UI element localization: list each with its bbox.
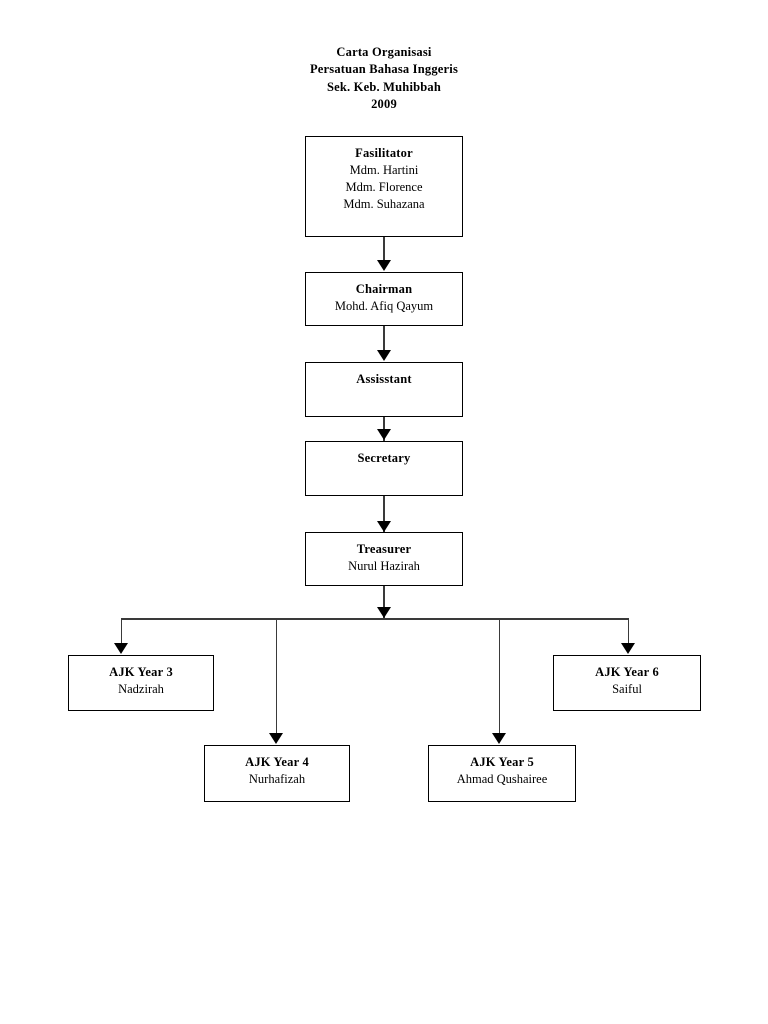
title-line-4: 2009 bbox=[371, 96, 397, 111]
connector-bus-year4-arrow bbox=[269, 733, 283, 744]
connector-ajk-bus bbox=[121, 618, 629, 620]
node-assisstant[interactable]: Assisstant bbox=[305, 362, 463, 417]
connector-secretary-treasurer-arrow bbox=[376, 521, 391, 532]
node-fasilitator-person-2: Mdm. Florence bbox=[345, 180, 423, 194]
node-ajk-year-4-role: AJK Year 4 bbox=[245, 755, 309, 769]
connector-bus-year3-arrow bbox=[114, 643, 128, 654]
node-assisstant-role: Assisstant bbox=[356, 372, 412, 386]
node-fasilitator[interactable]: Fasilitator Mdm. Hartini Mdm. Florence M… bbox=[305, 136, 463, 237]
node-chairman[interactable]: Chairman Mohd. Afiq Qayum bbox=[305, 272, 463, 326]
node-ajk-year-3[interactable]: AJK Year 3 Nadzirah bbox=[68, 655, 214, 711]
connector-bus-year6-arrow bbox=[621, 643, 635, 654]
node-ajk-year-6-person-1: Saiful bbox=[612, 682, 642, 696]
connector-bus-year5-line bbox=[498, 618, 501, 735]
node-treasurer[interactable]: Treasurer Nurul Hazirah bbox=[305, 532, 463, 586]
node-ajk-year-6-role: AJK Year 6 bbox=[595, 665, 659, 679]
node-ajk-year-5-person-1: Ahmad Qushairee bbox=[456, 772, 548, 786]
node-ajk-year-3-person-1: Nadzirah bbox=[118, 682, 164, 696]
connector-bus-year6-line bbox=[627, 618, 630, 645]
node-ajk-year-4[interactable]: AJK Year 4 Nurhafizah bbox=[204, 745, 350, 802]
node-secretary[interactable]: Secretary bbox=[305, 441, 463, 496]
node-chairman-role: Chairman bbox=[355, 282, 413, 296]
connector-fasilitator-chairman-line bbox=[383, 237, 385, 261]
node-treasurer-person-1: Nurul Hazirah bbox=[348, 559, 420, 573]
node-fasilitator-role: Fasilitator bbox=[355, 146, 413, 160]
connector-bus-year5-arrow bbox=[492, 733, 506, 744]
node-chairman-person-1: Mohd. Afiq Qayum bbox=[334, 299, 434, 313]
node-fasilitator-person-1: Mdm. Hartini bbox=[349, 163, 419, 177]
node-ajk-year-6[interactable]: AJK Year 6 Saiful bbox=[553, 655, 701, 711]
node-treasurer-role: Treasurer bbox=[356, 542, 412, 556]
connector-chairman-assisstant-line bbox=[383, 326, 385, 351]
connector-assisstant-secretary-arrow bbox=[376, 429, 391, 440]
connector-bus-year4-line bbox=[275, 618, 278, 735]
connector-bus-year3-line bbox=[120, 618, 123, 645]
node-ajk-year-3-role: AJK Year 3 bbox=[109, 665, 173, 679]
node-ajk-year-4-person-1: Nurhafizah bbox=[248, 772, 306, 786]
node-ajk-year-5[interactable]: AJK Year 5 Ahmad Qushairee bbox=[428, 745, 576, 802]
connector-treasurer-bus-line bbox=[383, 586, 385, 619]
connector-secretary-treasurer-line bbox=[383, 496, 385, 532]
node-secretary-role: Secretary bbox=[357, 451, 411, 465]
title-line-3: Sek. Keb. Muhibbah bbox=[326, 79, 442, 94]
connector-chairman-assisstant-arrow bbox=[376, 350, 391, 361]
page-title: Carta Organisasi Persatuan Bahasa Ingger… bbox=[0, 44, 768, 113]
connector-treasurer-bus-arrow bbox=[376, 607, 391, 618]
title-line-2: Persatuan Bahasa Inggeris bbox=[309, 62, 459, 77]
node-ajk-year-5-role: AJK Year 5 bbox=[470, 755, 534, 769]
connector-fasilitator-chairman-arrow bbox=[376, 260, 391, 271]
title-line-1: Carta Organisasi bbox=[336, 45, 432, 59]
node-fasilitator-person-3: Mdm. Suhazana bbox=[343, 197, 425, 211]
